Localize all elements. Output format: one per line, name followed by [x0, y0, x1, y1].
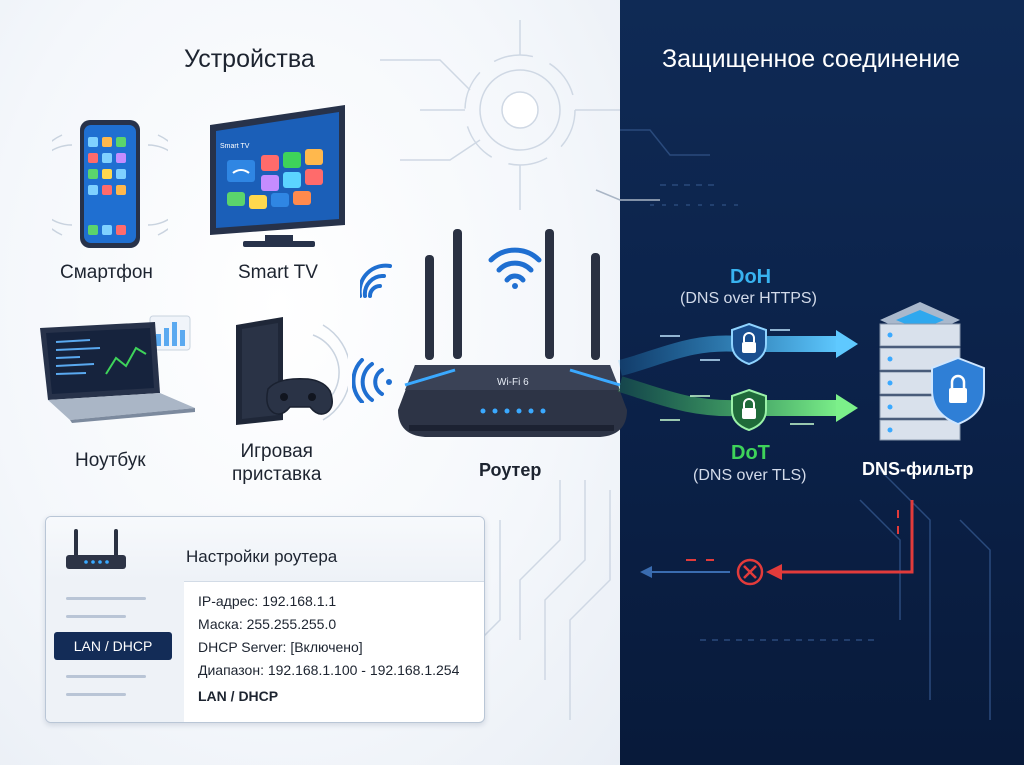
settings-panel-header — [46, 517, 484, 582]
router-label: Роутер — [479, 460, 542, 480]
settings-panel-title: Настройки роутера — [186, 547, 338, 566]
sidebar-item-placeholder[interactable] — [66, 693, 126, 696]
sidebar-item-placeholder[interactable] — [66, 615, 126, 618]
shield-lock-icon — [731, 322, 767, 366]
sidebar-item-placeholder[interactable] — [66, 675, 146, 678]
dns-filter-label: DNS-фильтр — [862, 459, 974, 479]
smartphone-icon — [52, 120, 168, 248]
server-icon — [879, 302, 985, 441]
wifi-icon — [360, 263, 392, 298]
smart-tv-icon — [210, 105, 345, 247]
blocked-path — [640, 500, 914, 586]
devices-title: Устройства — [184, 45, 315, 73]
wifi-icon — [352, 358, 392, 403]
sidebar-item-placeholder[interactable] — [66, 597, 146, 600]
shield-lock-icon — [731, 388, 767, 432]
dot-title: DoT — [731, 442, 770, 464]
device-label-smartphone: Смартфон — [60, 262, 153, 283]
tv-screen-caption: Smart TV — [220, 143, 250, 150]
device-label-laptop: Ноутбук — [75, 450, 146, 471]
router-icon — [66, 529, 126, 569]
settings-subnet-mask: Маска: 255.255.255.0 — [198, 616, 337, 632]
settings-dhcp-range: Диапазон: 192.168.1.100 - 192.168.1.254 — [198, 662, 460, 678]
doh-title: DoH — [730, 266, 772, 288]
game-console-icon — [236, 317, 348, 425]
settings-dhcp-server: DHCP Server: [Включено] — [198, 639, 363, 655]
device-label-smart-tv: Smart TV — [238, 262, 318, 283]
router-icon — [398, 229, 627, 437]
sidebar-item-lan-dhcp[interactable]: LAN / DHCP — [54, 632, 172, 660]
laptop-icon — [40, 315, 195, 423]
settings-ip-address: IP-адрес: 192.168.1.1 — [198, 593, 337, 609]
secure-connection-title: Защищенное соединение — [662, 45, 961, 73]
router-badge: Wi-Fi 6 — [497, 377, 529, 388]
router-settings-panel: Настройки роутера LAN / DHCP IP-адрес: 1… — [45, 516, 485, 723]
dot-subtitle: (DNS over TLS) — [693, 467, 807, 484]
settings-footer-label: LAN / DHCP — [198, 688, 279, 704]
doh-subtitle: (DNS over HTTPS) — [680, 290, 817, 307]
device-label-game-console: Игровая приставка — [232, 441, 322, 485]
wifi-icon — [488, 247, 542, 289]
